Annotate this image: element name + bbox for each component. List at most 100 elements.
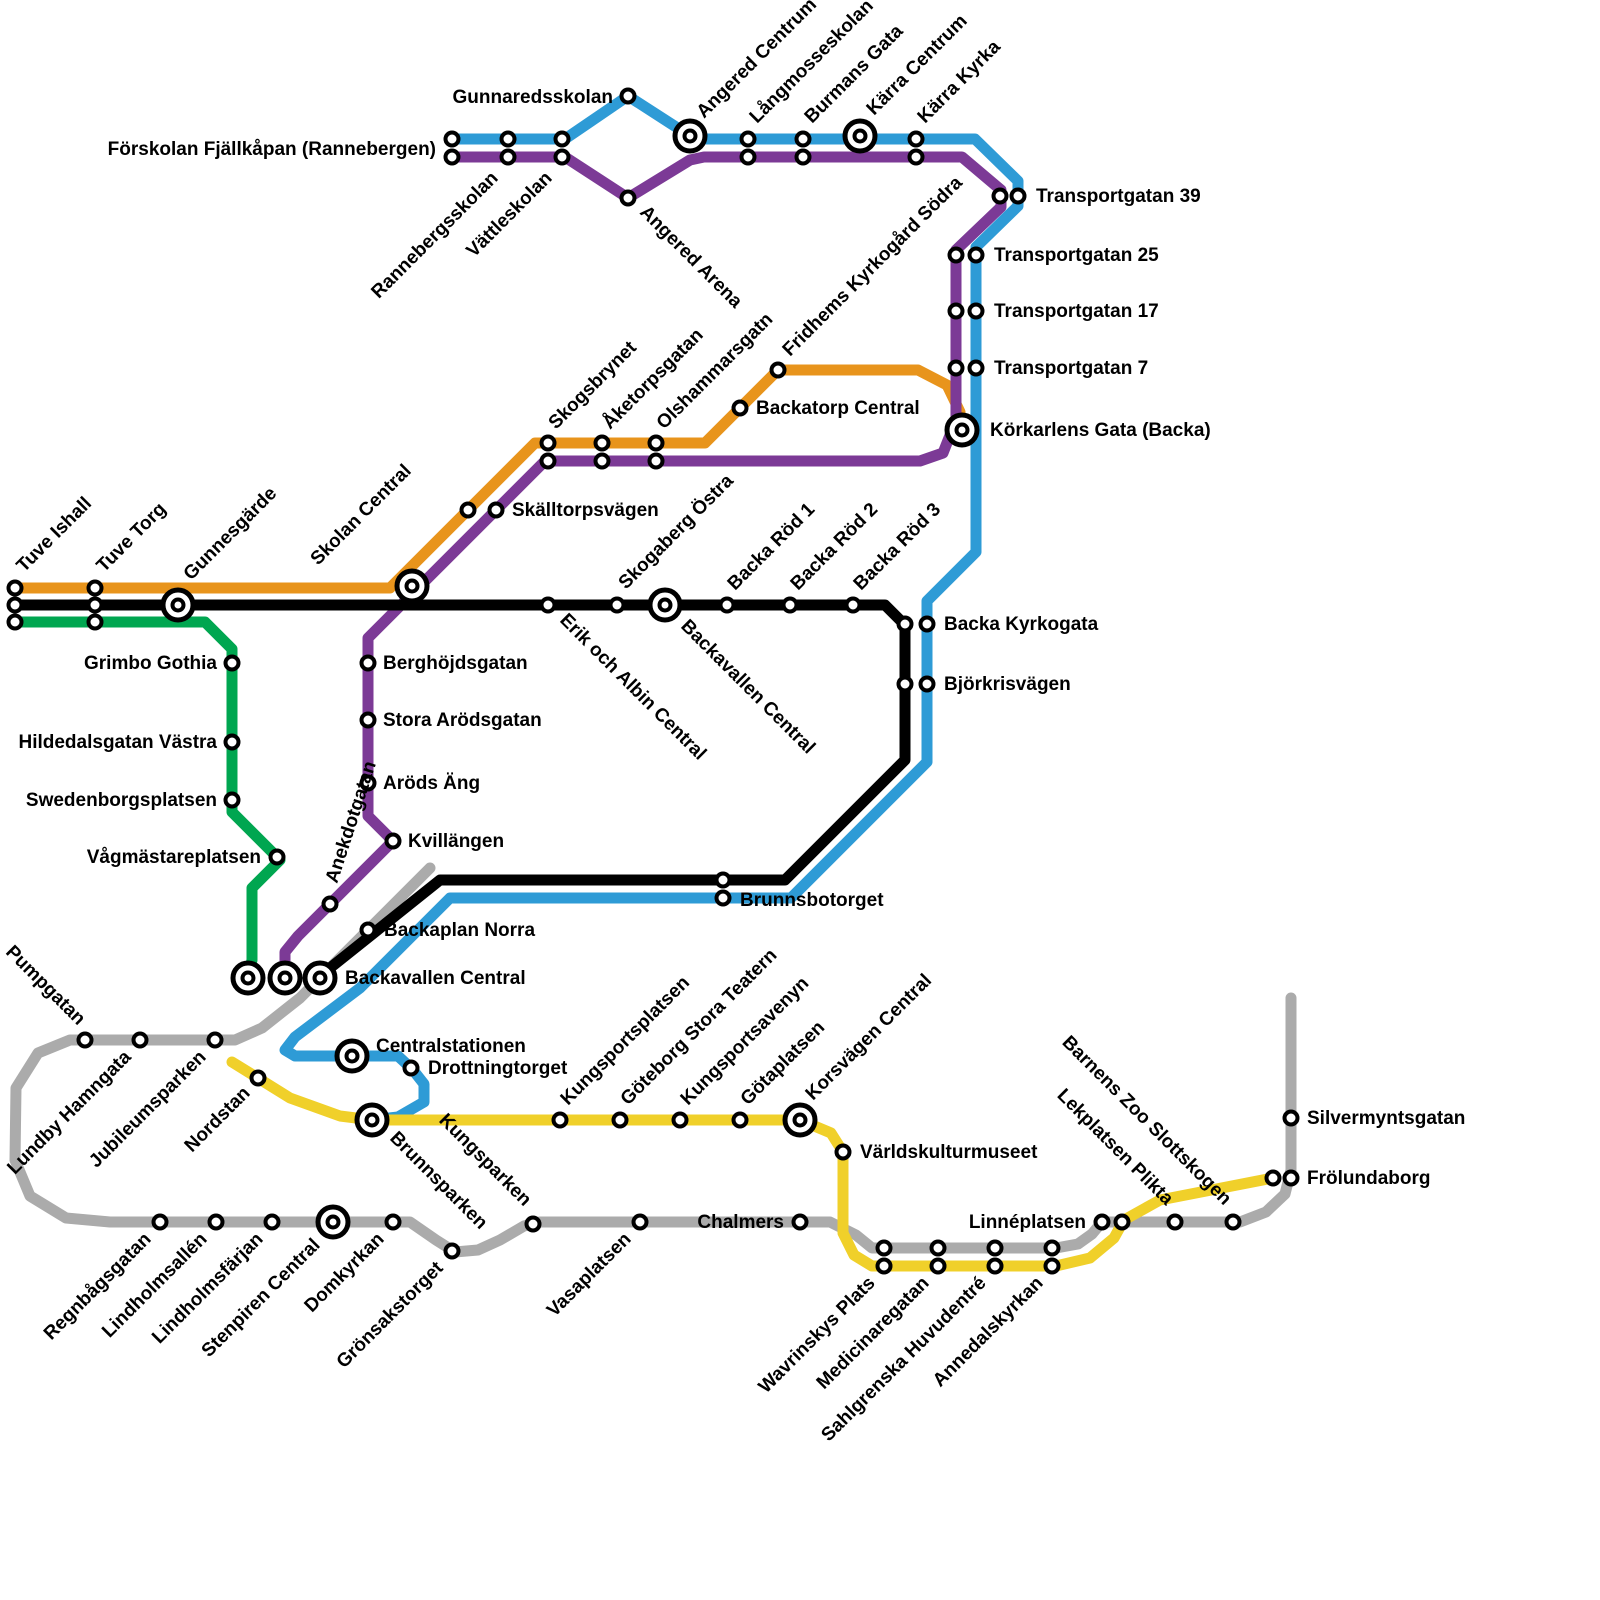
station-marker-sahlgrenska-huvudentr[interactable] [986, 1239, 1004, 1257]
station-marker-lundby-hamngata[interactable] [131, 1031, 149, 1049]
station-marker-v-gm-stareplatsen[interactable] [268, 848, 286, 866]
station-marker-backa-r-d-1[interactable] [718, 596, 736, 614]
station-marker-fridhems-kyrkog-rd-s-dra[interactable] [769, 361, 787, 379]
station-marker-grimbo-gothia[interactable] [223, 654, 241, 672]
station-marker-rannebergsskolan[interactable] [499, 148, 517, 166]
station-marker-lindholmsall-n[interactable] [207, 1213, 225, 1231]
station-marker-sk-lltorpsv-gen[interactable] [459, 501, 477, 519]
station-marker-jubileumsparken[interactable] [206, 1031, 224, 1049]
station-marker-l-ngmosseskolan[interactable] [739, 130, 757, 148]
station-marker-wavrinskys-plats[interactable] [875, 1239, 893, 1257]
station-marker-transportgatan-25[interactable] [967, 246, 985, 264]
station-label-transportgatan-7: Transportgatan 7 [994, 358, 1148, 379]
station-marker-backa-kyrkogata[interactable] [918, 615, 936, 633]
station-marker-skogsbrynet[interactable] [539, 452, 557, 470]
station-marker-vasaplatsen[interactable] [631, 1213, 649, 1231]
station-marker-backa-r-d-3[interactable] [844, 596, 862, 614]
station-marker-barnens-zoo-slottskogen[interactable] [1224, 1213, 1242, 1231]
station-marker-silvermyntsgatan[interactable] [1282, 1109, 1300, 1127]
station-marker-gunnaredsskolan[interactable] [619, 87, 637, 105]
station-marker-backa-kyrkogata[interactable] [896, 615, 914, 633]
station-marker-backaplan-norra[interactable] [359, 921, 377, 939]
station-marker-erik-och-albin-central[interactable] [539, 596, 557, 614]
station-marker-ar-ds-ng[interactable] [359, 774, 377, 792]
station-marker-transportgatan-39[interactable] [1009, 187, 1027, 205]
station-marker-lekplatsen-plikta[interactable] [1166, 1213, 1184, 1231]
station-marker-brunnsbotorget[interactable] [714, 871, 732, 889]
station-marker-transportgatan-25[interactable] [947, 246, 965, 264]
station-marker-regnb-gsgatan[interactable] [151, 1213, 169, 1231]
station-marker-tuve-ishall[interactable] [6, 613, 24, 631]
station-marker-angered-arena[interactable] [619, 189, 637, 207]
station-marker-f-rskolan-fj-llk-pan-rannebergen[interactable] [443, 148, 461, 166]
station-marker-v-ttleskolan[interactable] [553, 130, 571, 148]
station-marker-transportgatan-17[interactable] [947, 302, 965, 320]
station-marker-burmans-gata[interactable] [794, 130, 812, 148]
station-marker-stora-ar-dsgatan[interactable] [359, 711, 377, 729]
station-marker-tuve-torg[interactable] [86, 596, 104, 614]
station-marker-transportgatan-39[interactable] [991, 187, 1009, 205]
station-marker-inner-skolan-central [404, 578, 420, 594]
station-marker-olshammarsgatn[interactable] [647, 434, 665, 452]
station-marker-f-rskolan-fj-llk-pan-rannebergen[interactable] [443, 130, 461, 148]
station-marker-domkyrkan[interactable] [384, 1213, 402, 1231]
station-marker-kvill-ngen[interactable] [384, 832, 402, 850]
station-marker-kungsportsavenyn[interactable] [671, 1111, 689, 1129]
station-marker-rannebergsskolan[interactable] [499, 130, 517, 148]
station-marker-k-rra-kyrka[interactable] [907, 130, 925, 148]
station-marker-transportgatan-17[interactable] [967, 302, 985, 320]
station-marker-lindholmsf-rjan[interactable] [263, 1213, 281, 1231]
station-marker-tuve-torg[interactable] [86, 613, 104, 631]
station-marker-k-rra-kyrka[interactable] [907, 148, 925, 166]
station-label-bj-rkrisv-gen: Björkrisvägen [944, 674, 1071, 695]
station-marker-v-ttleskolan[interactable] [553, 148, 571, 166]
station-marker-swedenborgsplatsen[interactable] [223, 791, 241, 809]
station-marker-drottningtorget[interactable] [402, 1059, 420, 1077]
station-label-k-rkarlens-gata-backa: Körkarlens Gata (Backa) [990, 420, 1211, 441]
station-marker-nordstan[interactable] [249, 1069, 267, 1087]
station-marker-skogsbrynet[interactable] [539, 434, 557, 452]
station-marker-bj-rkrisv-gen[interactable] [918, 675, 936, 693]
station-marker-tuve-torg[interactable] [86, 579, 104, 597]
station-marker-annedalskyrkan[interactable] [1043, 1257, 1061, 1275]
station-marker-g-taplatsen[interactable] [731, 1111, 749, 1129]
station-marker-bergh-jdsgatan[interactable] [359, 654, 377, 672]
station-label-skolan-central: Skolan Central [307, 461, 416, 570]
station-marker-anekdotgatan[interactable] [321, 895, 339, 913]
station-marker-linn-platsen[interactable] [1113, 1213, 1131, 1231]
station-marker-olshammarsgatn[interactable] [647, 452, 665, 470]
station-marker-pumpgatan[interactable] [76, 1031, 94, 1049]
station-marker-transportgatan-7[interactable] [947, 359, 965, 377]
station-marker-brunnsbotorget[interactable] [714, 889, 732, 907]
station-marker-chalmers[interactable] [791, 1213, 809, 1231]
station-marker-skogaberg-stra[interactable] [608, 596, 626, 614]
station-marker-wavrinskys-plats[interactable] [875, 1257, 893, 1275]
station-marker-bj-rkrisv-gen[interactable] [896, 675, 914, 693]
station-marker-v-rldskulturmuseet[interactable] [834, 1143, 852, 1161]
station-marker-tuve-ishall[interactable] [6, 596, 24, 614]
station-marker-kungsportsplatsen[interactable] [551, 1111, 569, 1129]
station-marker-gr-nsakstorget[interactable] [443, 1242, 461, 1260]
station-label-f-rskolan-fj-llk-pan-rannebergen: Förskolan Fjällkåpan (Rannebergen) [108, 139, 436, 160]
station-marker-linn-platsen[interactable] [1093, 1213, 1111, 1231]
station-marker-backatorp-central[interactable] [731, 399, 749, 417]
station-marker-medicinaregatan[interactable] [929, 1239, 947, 1257]
station-marker-l-ngmosseskolan[interactable] [739, 148, 757, 166]
station-marker-kungsparken[interactable] [524, 1215, 542, 1233]
station-label-tuve-torg: Tuve Torg [93, 499, 171, 577]
station-marker-transportgatan-7[interactable] [967, 359, 985, 377]
station-marker-backa-r-d-2[interactable] [781, 596, 799, 614]
station-marker-medicinaregatan[interactable] [929, 1257, 947, 1275]
station-marker-inner-backavallen-central [240, 970, 256, 986]
station-marker-fr-lundaborg[interactable] [1282, 1169, 1300, 1187]
station-marker-tuve-ishall[interactable] [6, 579, 24, 597]
station-marker-fr-lundaborg[interactable] [1264, 1169, 1282, 1187]
station-marker-burmans-gata[interactable] [794, 148, 812, 166]
station-marker-ketorpsgatan[interactable] [593, 434, 611, 452]
station-marker-annedalskyrkan[interactable] [1043, 1239, 1061, 1257]
station-marker-sk-lltorpsv-gen[interactable] [487, 501, 505, 519]
station-marker-hildedalsgatan-v-stra[interactable] [223, 733, 241, 751]
station-marker-sahlgrenska-huvudentr[interactable] [986, 1257, 1004, 1275]
station-marker-ketorpsgatan[interactable] [593, 452, 611, 470]
station-marker-g-teborg-stora-teatern[interactable] [611, 1111, 629, 1129]
